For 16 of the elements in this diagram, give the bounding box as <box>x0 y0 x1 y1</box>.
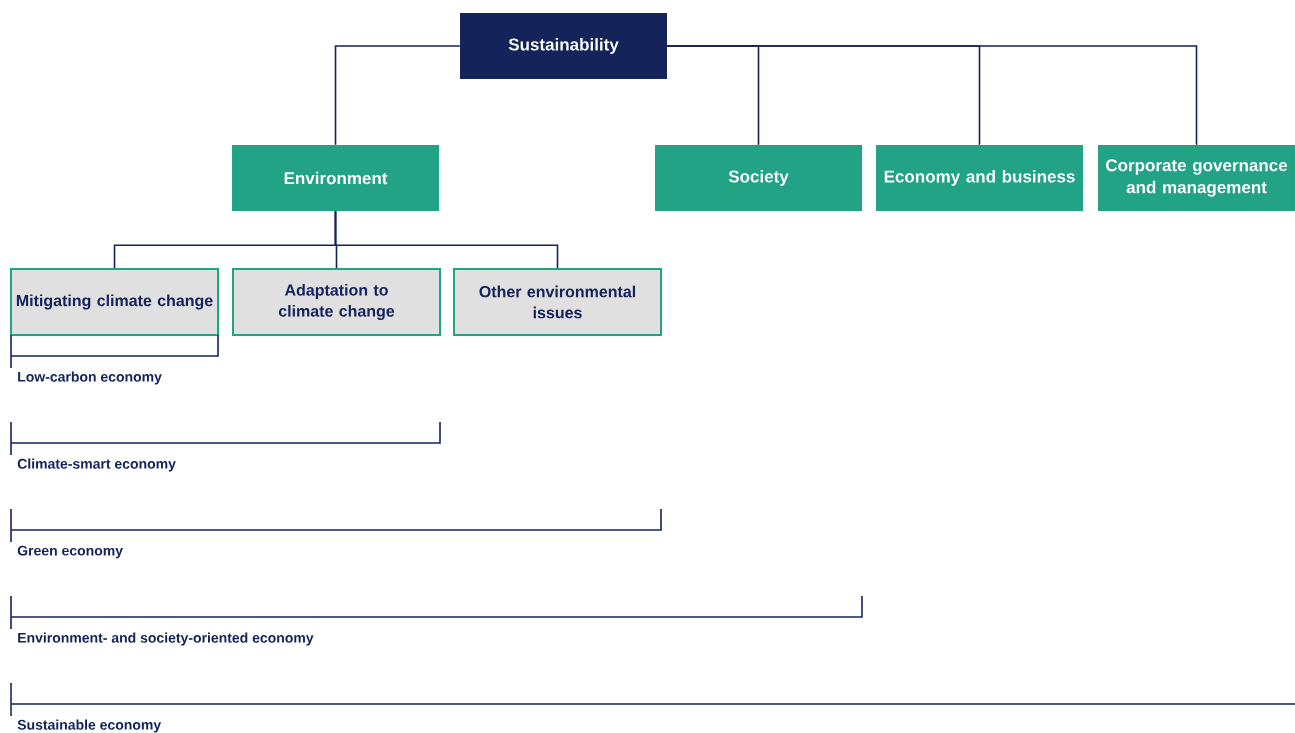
bracket-label: Environment- and society-oriented economy <box>18 632 314 646</box>
connector-line <box>334 210 559 269</box>
connector-line <box>334 45 461 146</box>
bracket-label: Climate-smart economy <box>17 458 176 472</box>
bracket-label: Low-carbon economy <box>18 371 162 385</box>
subcategory-box: Mitigating climate change <box>10 268 219 336</box>
category-box: Economy and business <box>876 145 1083 211</box>
subcategory-box: Adaptation to climate change <box>232 268 441 336</box>
category-box: Environment <box>232 145 439 211</box>
subcategory-box: Other environmental issues <box>453 268 662 336</box>
bracket-label: Sustainable economy <box>17 719 162 733</box>
bracket-label: Green economy <box>17 545 123 559</box>
category-box: Society <box>655 145 862 211</box>
connector-line <box>666 45 1198 146</box>
category-box: Corporate governance and management <box>1098 145 1295 211</box>
box-heading: Sustainability <box>460 13 667 79</box>
